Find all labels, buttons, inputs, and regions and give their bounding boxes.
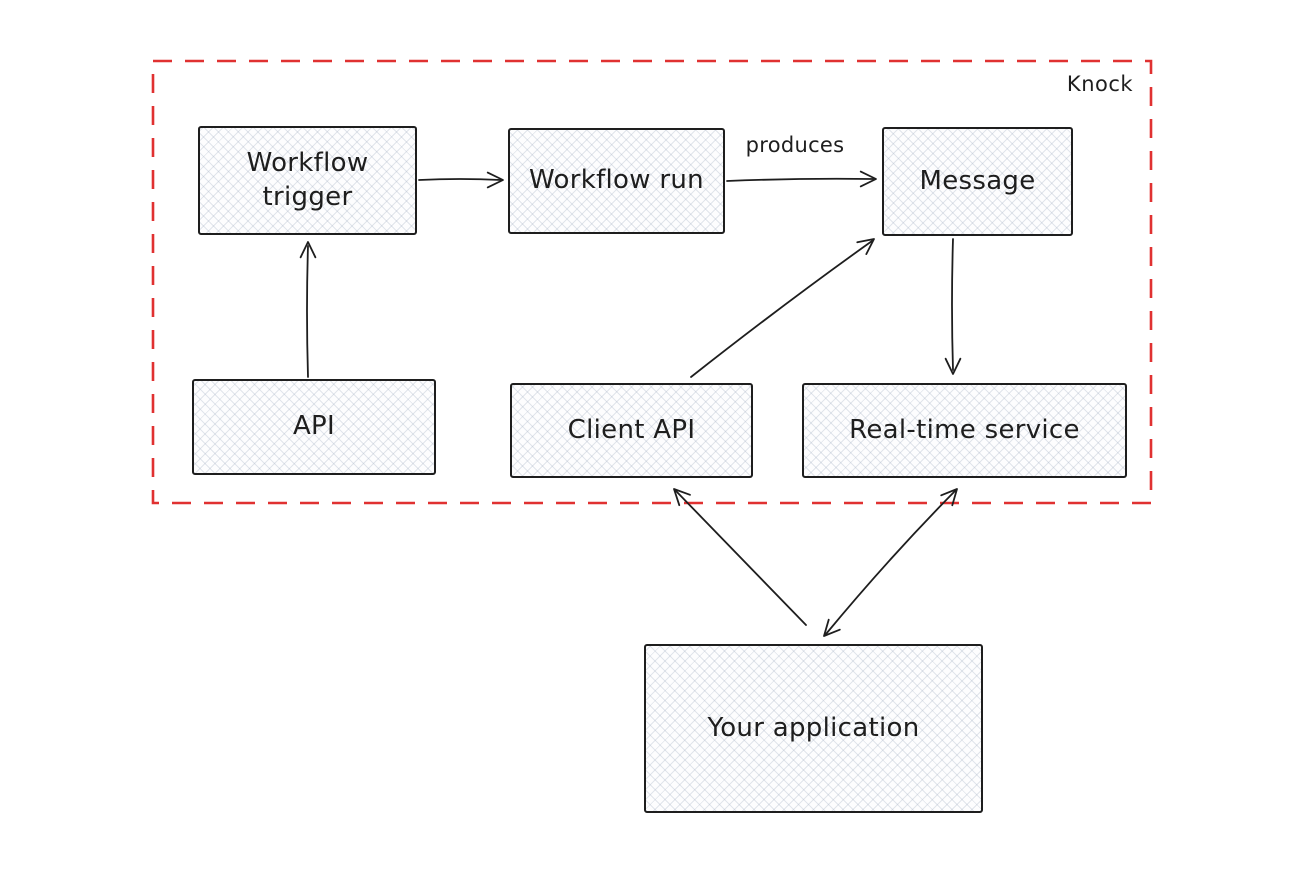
- arrow-workflow-run-to-message: [726, 170, 877, 188]
- node-client-api-label: Client API: [567, 414, 696, 445]
- node-workflow-run: Workflow run: [508, 128, 725, 234]
- node-your-application: Your application: [644, 644, 983, 813]
- node-workflow-trigger: Workflow trigger: [198, 126, 417, 235]
- arrow-message-to-realtime-service: [944, 238, 962, 375]
- node-realtime-service: Real-time service: [802, 383, 1127, 478]
- node-workflow-trigger-label: Workflow trigger: [246, 147, 369, 212]
- node-workflow-run-label: Workflow run: [529, 165, 704, 196]
- arrow-api-to-workflow-trigger: [299, 241, 317, 378]
- node-client-api: Client API: [510, 383, 753, 478]
- knock-boundary-label: Knock: [1066, 72, 1134, 96]
- node-realtime-service-label: Real-time service: [849, 414, 1080, 445]
- node-message: Message: [882, 127, 1073, 236]
- arrow-workflow-trigger-to-workflow-run: [418, 171, 504, 189]
- node-message-label: Message: [919, 165, 1036, 196]
- produces-edge-label: produces: [745, 133, 845, 157]
- node-api-label: API: [292, 411, 336, 442]
- arrow-client-api-to-message: [690, 238, 875, 378]
- node-api: API: [192, 379, 436, 475]
- arrow-your-application-to-client-api: [673, 488, 807, 626]
- arrow-your-application-realtime-service-bidirectional: [823, 488, 958, 637]
- node-your-application-label: Your application: [707, 712, 920, 743]
